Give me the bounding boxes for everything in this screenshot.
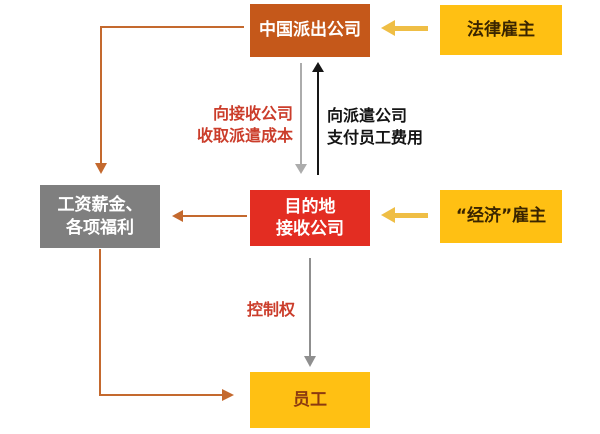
arrow-legal-to-china-shaft (395, 26, 428, 31)
arrow-dest-to-employee-head-icon (304, 356, 316, 367)
label-collect-dispatch-cost: 向接收公司 收取派遣成本 (196, 104, 293, 146)
arrow-china-to-wages-horizontal (100, 26, 244, 28)
arrow-dest-to-china-head-icon (312, 62, 324, 72)
arrow-china-to-wages-vertical (100, 26, 102, 164)
arrow-dest-to-wages-shaft (182, 215, 247, 217)
arrow-dest-to-china-shaft (317, 71, 319, 175)
node-destination-receiving-company: 目的地 接收公司 (250, 190, 370, 246)
node-economic-employer: “经济”雇主 (440, 190, 562, 243)
arrow-china-to-wages-head-icon (95, 163, 107, 174)
arrow-dest-to-employee-shaft (309, 258, 311, 358)
arrow-legal-to-china-head-icon (381, 20, 395, 36)
arrow-wages-to-employee-vertical (99, 249, 101, 395)
label-pay-employee-fee: 向派遣公司 支付员工费用 (327, 106, 424, 148)
arrow-dest-to-wages-head-icon (172, 210, 183, 222)
node-legal-employer: 法律雇主 (440, 5, 562, 55)
node-employee: 员工 (250, 372, 370, 428)
arrow-wages-to-employee-horizontal (99, 394, 223, 396)
arrow-econ-to-dest-shaft (395, 213, 428, 218)
arrow-china-to-dest-shaft (300, 63, 302, 166)
arrow-china-to-dest-head-icon (295, 164, 307, 174)
node-wages-benefits: 工资薪金、 各项福利 (40, 185, 160, 248)
node-china-dispatch-company: 中国派出公司 (250, 4, 370, 57)
arrow-wages-to-employee-head-icon (222, 389, 234, 401)
label-control-right: 控制权 (247, 300, 296, 319)
arrow-econ-to-dest-head-icon (381, 207, 395, 223)
